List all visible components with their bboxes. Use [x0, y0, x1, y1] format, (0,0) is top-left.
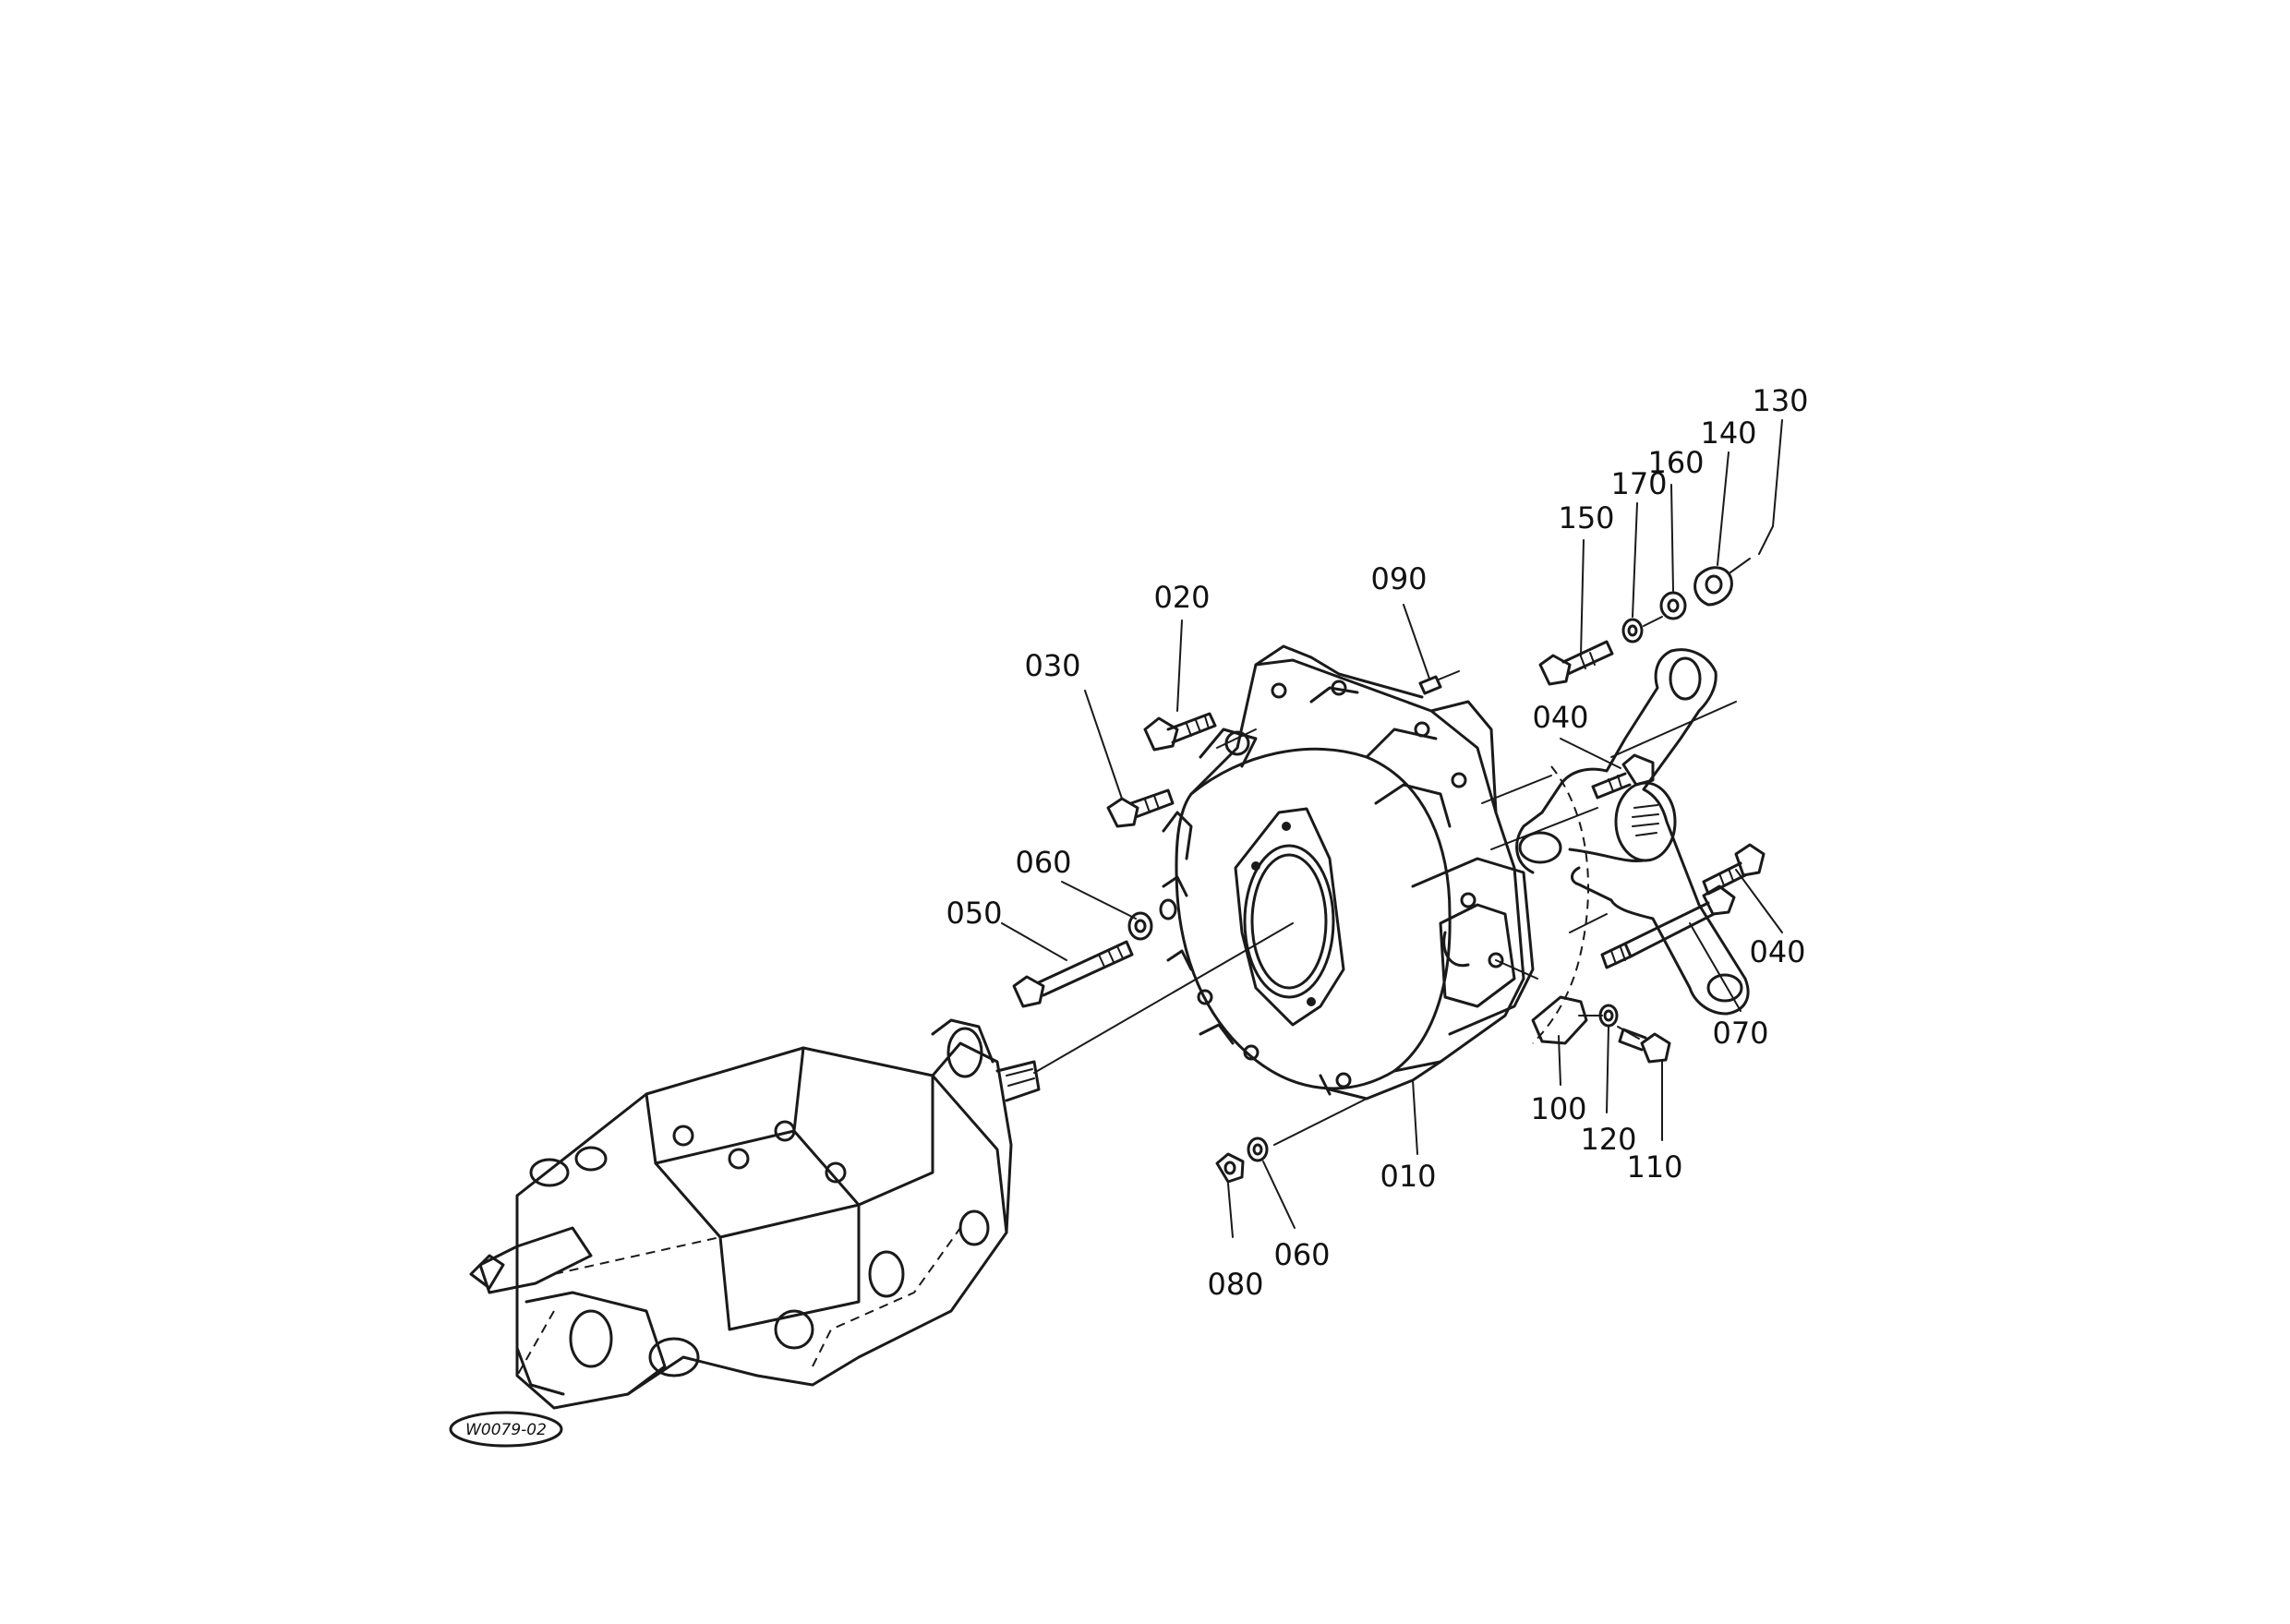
washer-060-lower	[1247, 1137, 1269, 1162]
cushion-140	[1693, 566, 1733, 607]
stud-070	[1600, 884, 1736, 969]
bolt-040-upper	[1591, 753, 1655, 800]
label-110: 110	[1626, 1149, 1682, 1185]
label-060-upper: 060	[1015, 845, 1071, 880]
bolt-110	[1618, 1028, 1671, 1064]
label-120: 120	[1580, 1122, 1636, 1157]
label-140: 140	[1700, 415, 1756, 451]
washer-170	[1621, 618, 1644, 644]
pin-090	[1418, 675, 1442, 695]
label-160: 160	[1647, 445, 1704, 480]
label-040-right: 040	[1749, 934, 1805, 969]
label-030: 030	[1024, 648, 1080, 683]
label-070: 070	[1712, 1016, 1768, 1051]
bolt-150	[1538, 640, 1614, 686]
label-010: 010	[1380, 1159, 1436, 1194]
label-130: 130	[1752, 383, 1808, 418]
label-060-lower: 060	[1273, 1237, 1330, 1272]
label-050: 050	[946, 896, 1002, 931]
bolt-050	[1012, 940, 1134, 1008]
cover-plate-100	[1531, 995, 1588, 1045]
sealing-plate-arc	[1532, 765, 1589, 1044]
label-080: 080	[1207, 1267, 1263, 1302]
part-labels: 010 020 030 040 040 050 060 060 070 080 …	[946, 383, 1808, 1302]
label-100: 100	[1530, 1091, 1586, 1126]
leader-lines	[1001, 419, 1783, 1238]
fasteners-drawing	[1012, 566, 1766, 1184]
drawing-code-text: W0079-02	[465, 1421, 547, 1439]
flywheel-housing-drawing	[1162, 644, 1535, 1101]
engine-hanger-drawing	[1515, 648, 1750, 1016]
washer-160	[1659, 591, 1687, 620]
label-170: 170	[1610, 466, 1667, 501]
assembly-lines	[1033, 558, 1751, 1146]
label-090: 090	[1370, 561, 1427, 596]
nut-080	[1215, 1152, 1245, 1184]
label-020: 020	[1153, 580, 1210, 615]
bolt-040-right	[1702, 843, 1766, 896]
label-150: 150	[1558, 500, 1614, 535]
washer-060-upper	[1127, 898, 1177, 941]
label-040-upper: 040	[1532, 700, 1588, 735]
bolt-030	[1106, 788, 1175, 828]
injection-pump-drawing	[469, 1018, 1041, 1410]
drawing-code-stamp: W0079-02	[449, 1411, 563, 1448]
bolt-020	[1143, 712, 1217, 752]
